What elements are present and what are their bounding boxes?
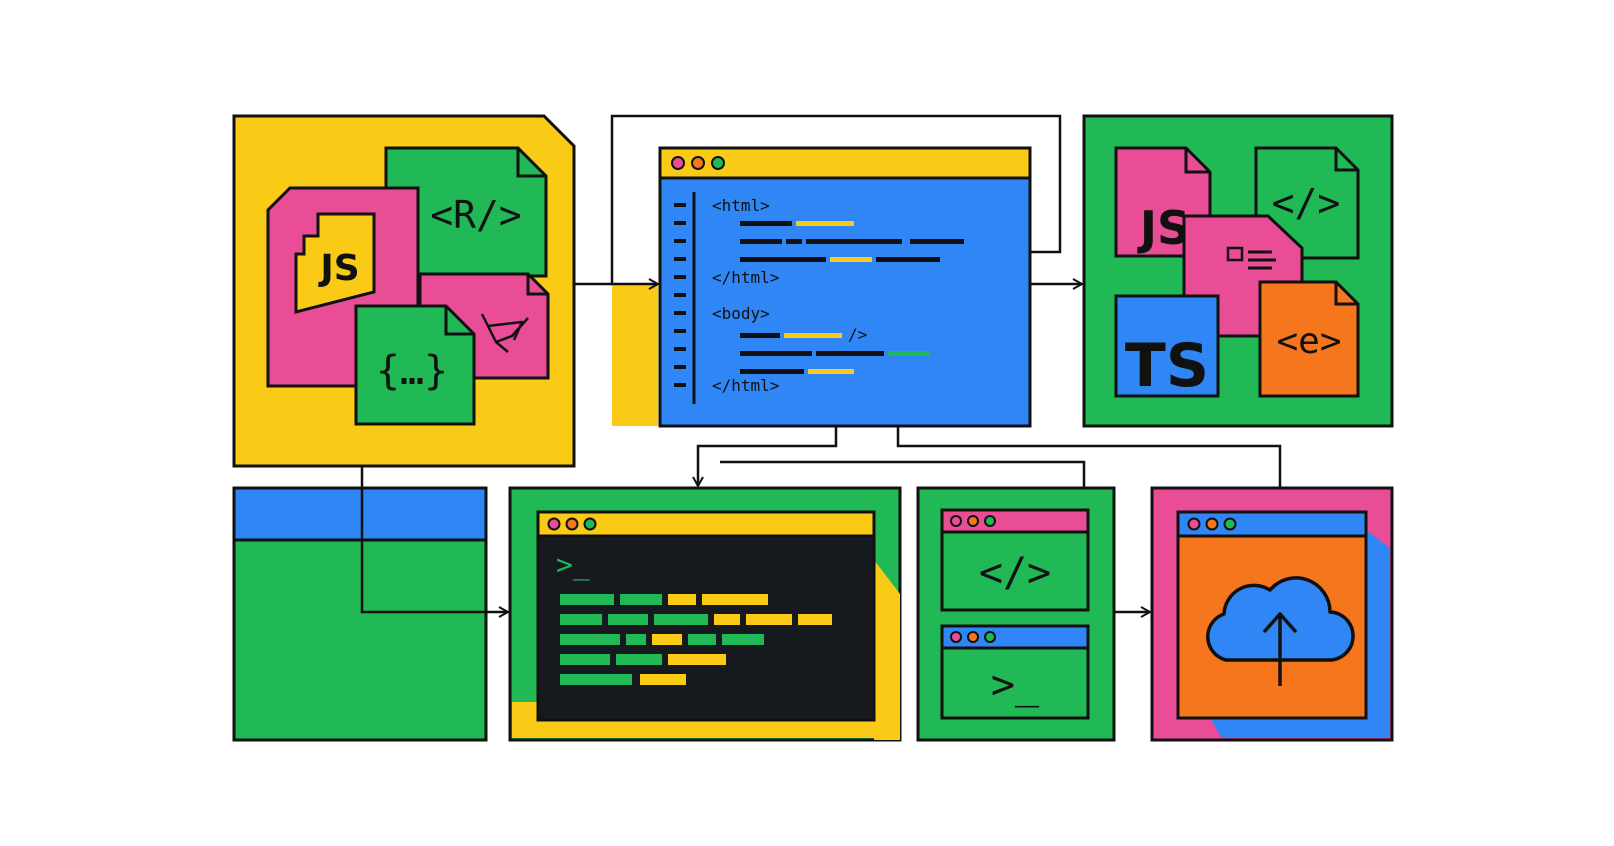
cloud-upload-icon <box>1206 576 1355 686</box>
dev-tools-panel: </> >_ <box>916 486 1116 742</box>
maximize-dot-icon[interactable] <box>583 517 597 531</box>
minimize-dot-icon[interactable] <box>691 156 705 170</box>
ts-output-label: TS <box>1125 331 1209 401</box>
ts-output-card: TS <box>1114 294 1220 401</box>
maximize-dot-icon[interactable] <box>711 156 725 170</box>
close-dot-icon[interactable] <box>547 517 561 531</box>
arrow-editor-to-terminal <box>698 426 838 486</box>
sources-panel: <R/> JS {…} <box>232 114 576 468</box>
console-titlebar <box>940 624 1090 650</box>
line-editor-to-deploy <box>896 426 1282 488</box>
deploy-blue-accent <box>1210 530 1390 738</box>
js-label: JS <box>317 248 359 289</box>
code-line-html-open: <html> <box>712 196 770 215</box>
flow-connectors <box>360 114 1282 612</box>
document-lines-icon <box>1226 246 1276 270</box>
code-editor-window: <html> </html> <body> /> </html> <box>612 146 1032 428</box>
code-line-self-close: /> <box>848 325 867 344</box>
minimize-dot-icon[interactable] <box>565 517 579 531</box>
minimize-dot-icon[interactable] <box>1205 517 1219 531</box>
close-dot-icon[interactable] <box>950 515 962 527</box>
code-bars-block-1 <box>740 221 964 262</box>
element-output-card: <e> <box>1258 280 1360 398</box>
close-dot-icon[interactable] <box>671 156 685 170</box>
blank-preview-panel <box>232 486 488 742</box>
code-line-html-close-2: </html> <box>712 376 779 395</box>
console-window-controls[interactable] <box>950 631 996 643</box>
minimize-dot-icon[interactable] <box>967 631 979 643</box>
outputs-panel: </> JS TS <e> <box>1082 114 1394 428</box>
console-window: >_ <box>940 624 1090 720</box>
close-dot-icon[interactable] <box>1187 517 1201 531</box>
terminal-yellow-frame-right <box>874 560 900 740</box>
code-view-window: </> <box>940 508 1090 612</box>
maximize-dot-icon[interactable] <box>984 515 996 527</box>
window-controls[interactable] <box>671 156 725 170</box>
code-view-titlebar <box>940 508 1090 534</box>
deploy-window-controls[interactable] <box>1187 517 1237 531</box>
line-editor-to-devtools <box>720 460 1086 488</box>
console-prompt: >_ <box>991 662 1040 708</box>
deploy-panel <box>1150 486 1394 742</box>
code-line-html-close: </html> <box>712 268 779 287</box>
react-label: <R/> <box>430 193 522 237</box>
element-output-label: <e> <box>1276 321 1341 362</box>
terminal-prompt: >_ <box>556 548 590 582</box>
line-number-markers <box>674 203 686 387</box>
code-view-window-controls[interactable] <box>950 515 996 527</box>
terminal-screen <box>536 532 876 722</box>
deploy-titlebar <box>1176 510 1368 538</box>
line-editor-top-loop <box>610 114 1062 284</box>
code-output-label: </> <box>1272 181 1341 225</box>
blank-preview-header <box>232 486 488 542</box>
maximize-dot-icon[interactable] <box>984 631 996 643</box>
terminal-panel: >_ <box>508 486 902 742</box>
arrow-sources-to-terminal <box>360 466 508 612</box>
js-file-inner-badge <box>294 212 376 314</box>
editor-yellow-backdrop <box>612 284 658 426</box>
terminal-output-bars <box>560 594 832 685</box>
minimize-dot-icon[interactable] <box>967 515 979 527</box>
terminal-window-controls[interactable] <box>547 517 597 531</box>
json-label: {…} <box>376 348 448 394</box>
maximize-dot-icon[interactable] <box>1223 517 1237 531</box>
json-file-card: {…} <box>354 304 476 426</box>
code-view-label: </> <box>979 550 1051 596</box>
close-dot-icon[interactable] <box>950 631 962 643</box>
code-line-body-open: <body> <box>712 304 770 323</box>
laravel-logo-icon <box>480 313 529 353</box>
js-output-label: JS <box>1137 201 1190 255</box>
editor-body <box>658 146 1032 428</box>
code-bars-block-2 <box>740 333 930 374</box>
